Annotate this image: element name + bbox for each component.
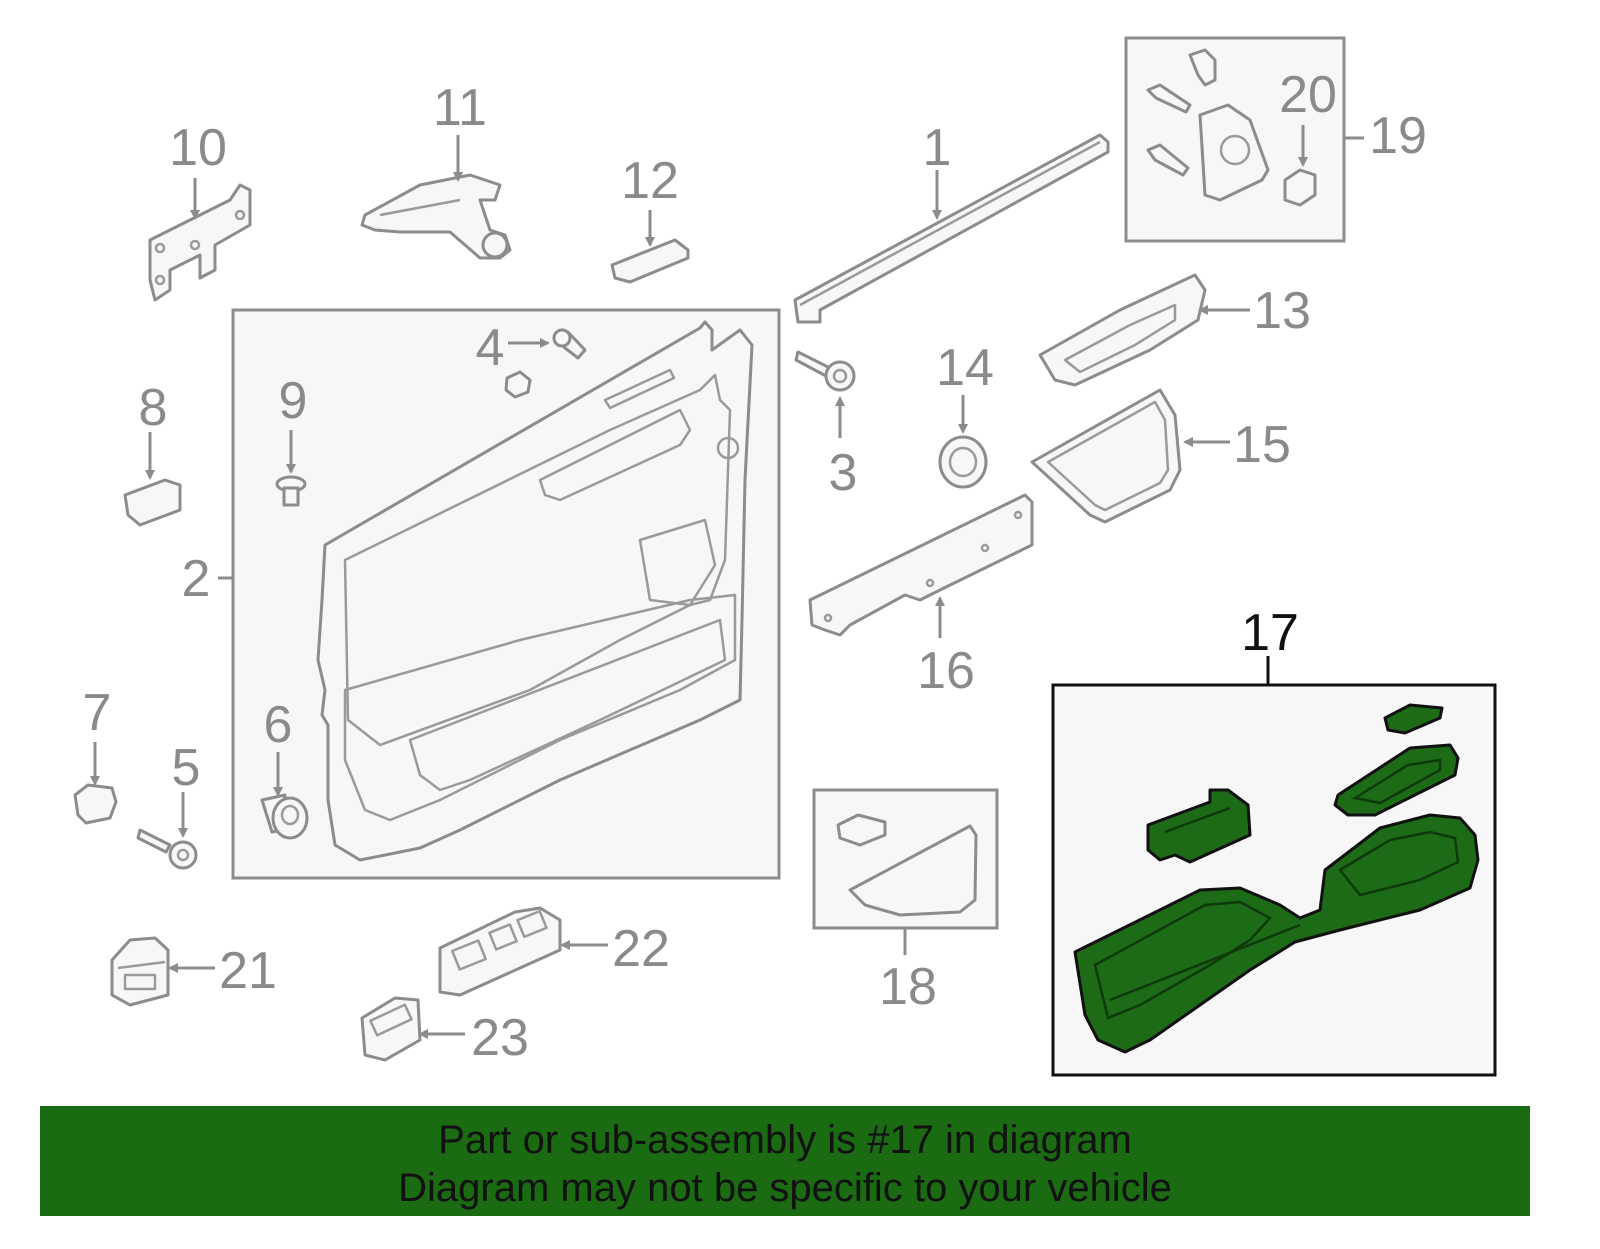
banner-line-1: Part or sub-assembly is #17 in diagram	[438, 1118, 1132, 1162]
part-18-insert-kit[interactable]: 18	[812, 788, 999, 1016]
label-8: 8	[139, 379, 168, 437]
part-9-clip[interactable]: 9	[275, 372, 308, 507]
label-23: 23	[471, 1009, 529, 1067]
label-20: 20	[1279, 66, 1337, 124]
part-11-bracket[interactable]: 11	[360, 79, 512, 260]
part-13-handle-bezel[interactable]: 13	[1038, 273, 1311, 387]
label-4: 4	[476, 319, 505, 377]
label-19: 19	[1369, 107, 1427, 165]
part-5-screw[interactable]: 5	[136, 739, 201, 870]
info-banner: Part or sub-assembly is #17 in diagram D…	[40, 1106, 1530, 1216]
label-9: 9	[279, 372, 308, 430]
label-3: 3	[829, 444, 858, 502]
part-6-retainer[interactable]: 6	[260, 696, 309, 840]
label-13: 13	[1253, 282, 1311, 340]
label-22: 22	[612, 920, 670, 978]
label-15: 15	[1233, 416, 1291, 474]
part-8-cap[interactable]: 8	[123, 379, 182, 527]
part-15-panel[interactable]: 15	[1030, 388, 1291, 524]
part-16-trim-strip[interactable]: 16	[808, 493, 1034, 700]
part-19-speaker-kit[interactable]: 19 20	[1124, 36, 1427, 243]
label-16: 16	[917, 642, 975, 700]
part-14-grommet[interactable]: 14	[936, 339, 994, 489]
part-3-screw[interactable]: 3	[794, 350, 858, 502]
banner-line-2: Diagram may not be specific to your vehi…	[398, 1166, 1172, 1210]
label-6: 6	[264, 696, 293, 754]
label-21: 21	[219, 942, 277, 1000]
label-2: 2	[182, 550, 211, 608]
part-1-weatherstrip[interactable]: 1	[793, 119, 1110, 324]
part-23-switch[interactable]: 23	[360, 996, 529, 1067]
label-10: 10	[169, 119, 227, 177]
label-18: 18	[879, 958, 937, 1016]
label-17: 17	[1241, 604, 1299, 662]
label-12: 12	[621, 152, 679, 210]
part-12-clip[interactable]: 12	[610, 152, 690, 284]
part-17-armrest-assembly[interactable]: 17	[1051, 604, 1497, 1077]
label-1: 1	[923, 119, 952, 177]
part-2-door-trim-panel[interactable]: 2	[182, 308, 781, 880]
part-10-bracket[interactable]: 10	[148, 119, 252, 302]
part-7-clip[interactable]: 7	[73, 684, 118, 825]
label-5: 5	[172, 739, 201, 797]
label-14: 14	[936, 339, 994, 397]
label-7: 7	[83, 684, 112, 742]
label-11: 11	[433, 79, 487, 137]
part-21-switch[interactable]: 21	[110, 936, 277, 1007]
part-4-screw[interactable]: 4	[476, 319, 587, 399]
part-22-window-switch[interactable]: 22	[438, 906, 670, 997]
